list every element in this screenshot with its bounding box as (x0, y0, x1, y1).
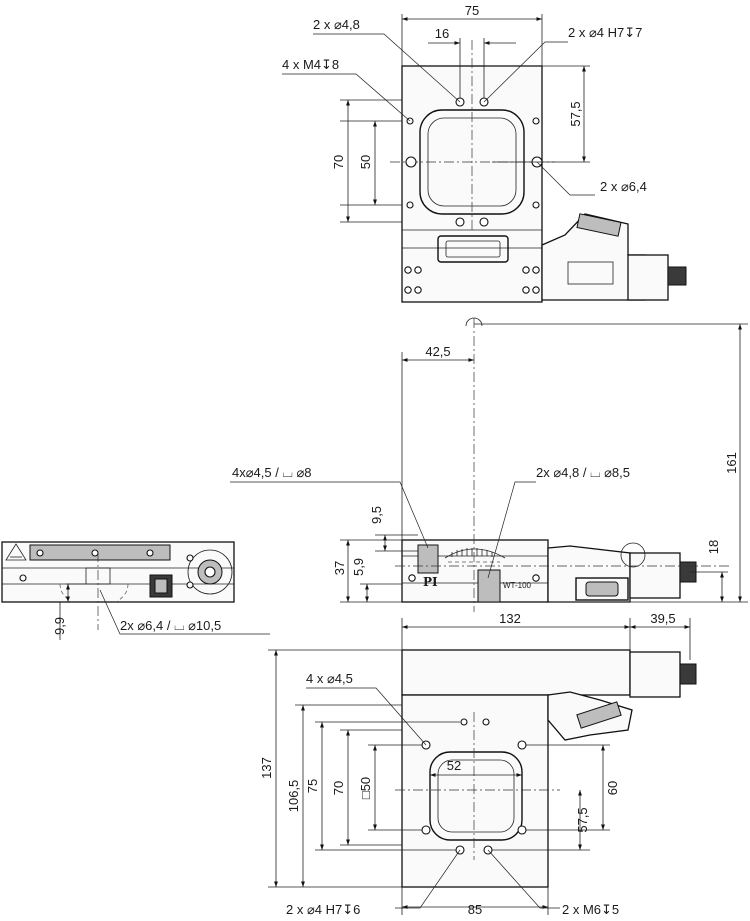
bottom-callout-bore-4-5: 4 x ⌀4,5 (306, 671, 353, 686)
side-view-motor-disc (187, 549, 233, 595)
bottom-dim-75: 75 (305, 779, 320, 793)
top-callout-bore-6-4: 2 x ⌀6,4 (600, 179, 647, 194)
bottom-callout-bore-4-h7: 2 x ⌀4 H7↧6 (286, 902, 360, 917)
bottom-callout-thread-m6: 2 x M6↧5 (562, 902, 619, 917)
bottom-dim-39-5: 39,5 (650, 611, 675, 626)
top-dim-50: 50 (358, 155, 373, 169)
top-hole (479, 217, 489, 227)
side-callout-cbore-6-4: 2x ⌀6,4 / ⌴ ⌀10,5 (120, 618, 221, 633)
top-dim-16: 16 (435, 26, 449, 41)
top-view: 75 16 57,5 70 50 2 x ⌀4,8 2 x ⌀4 H7↧7 4 … (282, 3, 687, 303)
front-brand-label: PI (423, 575, 438, 589)
top-callout-bore-4-h7: 2 x ⌀4 H7↧7 (568, 25, 642, 40)
bottom-dim-132: 132 (499, 611, 521, 626)
top-dim-75: 75 (465, 3, 479, 18)
top-dim-70: 70 (331, 155, 346, 169)
top-hole (455, 217, 465, 227)
bottom-dim-106-5: 106,5 (286, 780, 301, 813)
front-dim-5-9: 5,9 (351, 558, 366, 576)
bottom-dim-85: 85 (468, 902, 482, 917)
bottom-view-top-edge (401, 649, 631, 696)
top-callout-bore-4-8: 2 x ⌀4,8 (313, 17, 360, 32)
top-dim-57-5: 57,5 (568, 101, 583, 126)
bottom-dim-50-square: □50 (358, 777, 373, 799)
front-sub-d-connector (585, 581, 619, 597)
top-hole (405, 156, 417, 168)
bottom-dim-52: 52 (447, 758, 461, 773)
top-view-connector (667, 266, 687, 286)
front-dim-18: 18 (706, 540, 721, 554)
bottom-view: 132 39,5 137 106,5 75 70 □50 52 60 57,5 … (259, 611, 697, 917)
front-callout-cbore-4-8: 2x ⌀4,8 / ⌴ ⌀8,5 (536, 465, 630, 480)
bottom-dim-57-5: 57,5 (575, 807, 590, 832)
front-view: PI WT-100 (230, 317, 748, 612)
bottom-view-plate (401, 694, 549, 888)
side-view: 9,9 2x ⌀6,4 / ⌴ ⌀10,5 (1, 541, 270, 640)
bottom-view-aperture (429, 751, 523, 841)
side-dim-9-9: 9,9 (52, 617, 67, 635)
top-hole (532, 117, 540, 125)
bottom-dim-137: 137 (259, 757, 274, 779)
front-model-label: WT-100 (503, 581, 532, 590)
front-dim-42-5: 42,5 (425, 344, 450, 359)
bottom-dim-70: 70 (331, 781, 346, 795)
bottom-dim-60: 60 (605, 781, 620, 795)
front-dim-161: 161 (724, 452, 739, 474)
front-dim-9-5: 9,5 (369, 506, 384, 524)
top-hole (406, 201, 414, 209)
top-callout-thread-m4: 4 x M4↧8 (282, 57, 339, 72)
bottom-view-connector (679, 663, 697, 685)
front-callout-cbore-4-5: 4x⌀4,5 / ⌴ ⌀8 (232, 465, 312, 480)
top-hole (532, 201, 540, 209)
front-dim-37: 37 (332, 561, 347, 575)
